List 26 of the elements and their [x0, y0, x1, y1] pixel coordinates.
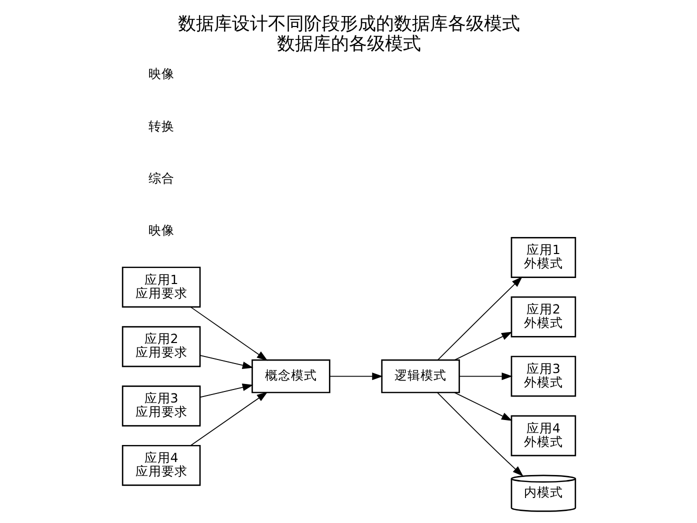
arrow: [199, 384, 253, 398]
node-box: 应用3 外模式: [510, 356, 576, 397]
label: 映像: [148, 66, 174, 82]
arrow: [437, 276, 522, 360]
node-box: 应用4 外模式: [510, 415, 576, 456]
arrow: [190, 392, 268, 446]
node-box: 概念模式: [251, 359, 330, 394]
caption: 数据库的各级模式: [276, 34, 420, 55]
label: 转换: [148, 118, 174, 134]
label: 映像: [148, 222, 174, 238]
node-box: 应用4 应用要求: [121, 444, 200, 486]
node-box: 应用2 外模式: [510, 296, 576, 338]
arrow: [454, 392, 512, 421]
label: 综合: [148, 170, 174, 186]
arrow: [458, 372, 512, 380]
arrow: [436, 392, 523, 476]
node-box: 逻辑模式: [380, 359, 460, 394]
node-box: 应用2 应用要求: [121, 326, 200, 368]
node-box: 应用1 应用要求: [121, 266, 200, 308]
node-box: 应用1 外模式: [510, 237, 576, 278]
node-box: 应用3 应用要求: [121, 386, 200, 426]
arrow: [328, 372, 382, 380]
arrow: [190, 306, 268, 361]
diagram-title: 数据库设计不同阶段形成的数据库各级模式: [178, 14, 520, 35]
arrow: [454, 332, 512, 361]
arrow: [199, 354, 253, 369]
